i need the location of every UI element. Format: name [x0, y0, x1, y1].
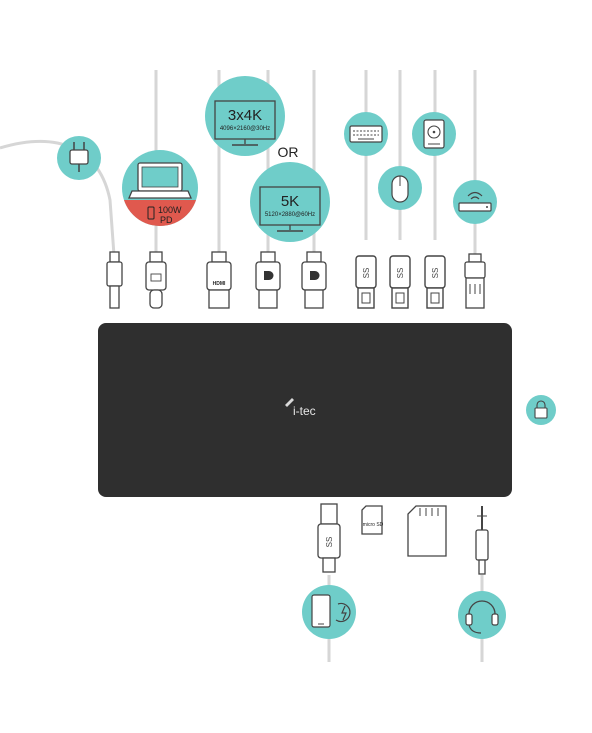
hdmi-connector: HDMI	[206, 251, 232, 309]
monitor-5k-circle: 5K 5120×2880@60Hz	[250, 162, 330, 242]
sd-card	[407, 505, 447, 557]
router-circle	[453, 180, 497, 224]
power-delivery-label: PD	[160, 215, 173, 225]
laptop-icon	[128, 162, 192, 199]
dc-barrel-connector	[106, 251, 123, 309]
mouse-icon	[391, 175, 409, 203]
monitor-4k-spec: 4096×2160@30Hz	[220, 126, 270, 132]
displayport-connector-1	[255, 251, 281, 309]
displayport-connector-2	[301, 251, 327, 309]
docking-station: i-tec	[98, 323, 512, 497]
router-icon	[458, 191, 492, 212]
audio-jack-connector	[475, 506, 489, 575]
monitor-5k-title: 5K	[281, 193, 299, 210]
or-label: OR	[278, 144, 299, 160]
power-plug-icon	[57, 136, 101, 180]
hard-drive-icon	[423, 119, 445, 149]
monitor-icon	[214, 100, 276, 146]
rj45-connector	[464, 253, 486, 309]
lock-circle	[526, 395, 556, 425]
usb-a-connector-3	[424, 255, 446, 309]
usb-c-connector	[145, 251, 167, 309]
laptop-circle: 100W PD	[122, 150, 198, 226]
micro-sd-label: micro SD	[363, 522, 384, 528]
i-tec-logo: i-tec	[285, 398, 316, 418]
keyboard-icon	[349, 125, 383, 143]
headset-icon	[465, 600, 499, 634]
power-delivery-watts: 100W	[158, 205, 182, 215]
usb-a-connector-2	[389, 255, 411, 309]
mouse-circle	[378, 166, 422, 210]
headset-circle	[458, 591, 506, 639]
keyboard-circle	[344, 112, 388, 156]
hdmi-label: HDMI	[213, 281, 226, 287]
monitor-5k-spec: 5120×2880@60Hz	[265, 212, 315, 218]
hdd-circle	[412, 112, 456, 156]
usb-a-front-connector: SS	[317, 503, 341, 573]
phone-charging-icon	[311, 594, 351, 628]
phone-circle	[302, 585, 356, 639]
usb-a-connector-1	[355, 255, 377, 309]
monitor-4k-circle: 3x4K 4096×2160@30Hz	[205, 76, 285, 156]
svg-text:SS: SS	[325, 537, 334, 548]
brand-label: i-tec	[293, 404, 316, 418]
monitor-icon	[259, 186, 321, 232]
monitor-4k-title: 3x4K	[228, 107, 262, 124]
lock-icon	[534, 400, 548, 419]
micro-sd-card: micro SD	[361, 505, 384, 535]
